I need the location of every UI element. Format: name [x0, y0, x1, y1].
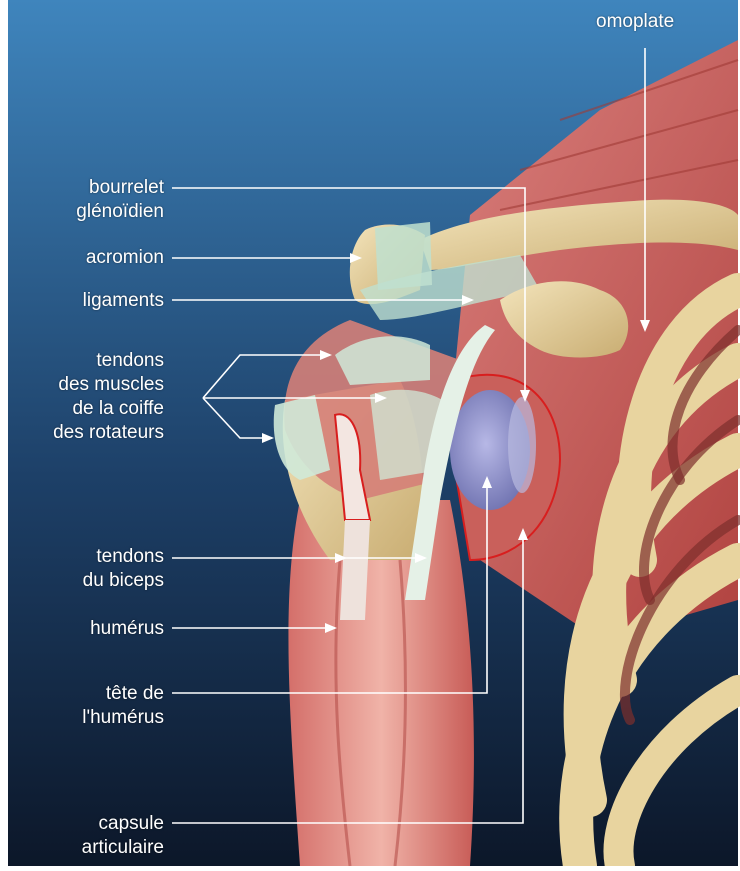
label-capsule-line1: capsule: [44, 812, 164, 835]
label-bourrelet-line1: bourrelet: [64, 176, 164, 199]
label-capsule-line2: articulaire: [44, 836, 164, 859]
label-tete-line2: l'humérus: [44, 706, 164, 729]
label-coiffe-line2: des muscles: [44, 373, 164, 396]
label-coiffe-line3: de la coiffe: [44, 397, 164, 420]
label-acromion: acromion: [44, 246, 164, 269]
glenoid-labrum: [508, 397, 536, 493]
label-coiffe-line4: des rotateurs: [44, 421, 164, 444]
label-tete-line1: tête de: [44, 682, 164, 705]
label-coiffe-line1: tendons: [44, 349, 164, 372]
label-bourrelet-line2: glénoïdien: [44, 200, 164, 223]
label-ligaments: ligaments: [44, 289, 164, 312]
label-biceps-line2: du biceps: [44, 569, 164, 592]
label-omoplate: omoplate: [596, 10, 674, 33]
label-humerus: humérus: [44, 617, 164, 640]
label-biceps-line1: tendons: [44, 545, 164, 568]
